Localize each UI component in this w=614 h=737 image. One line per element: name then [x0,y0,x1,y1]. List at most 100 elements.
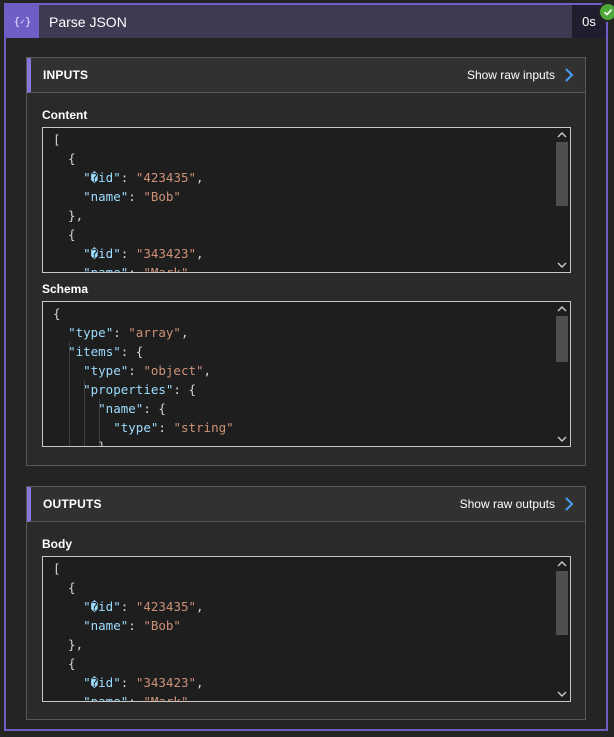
json-punct: , [196,675,204,690]
outputs-title: OUTPUTS [43,497,102,511]
json-punct: }, [53,208,84,223]
json-string: "Mark" [143,694,189,702]
code-line: "name": "Mark" [53,263,552,273]
json-punct [53,344,68,359]
json-string: "343423" [135,246,197,261]
schema-code: { "type": "array", "items": { "type": "o… [53,304,552,446]
body-code-viewer[interactable]: [ { "�id": "423435", "name": "Bob" }, { … [42,556,571,702]
json-key: "�id" [83,246,121,261]
code-line: }, [53,635,552,654]
code-line: { [53,654,552,673]
json-punct: [ [53,132,61,147]
code-line: { [53,149,552,168]
scroll-down-arrow-icon[interactable] [554,432,570,446]
json-key: "name" [83,189,129,204]
json-punct [53,189,83,204]
schema-scrollbar[interactable] [554,302,570,446]
content-label: Content [42,108,88,122]
parse-json-action-card: {✓} Parse JSON 0s INPUTS Show raw inputs… [4,2,614,731]
show-raw-outputs-link[interactable]: Show raw outputs [460,496,575,512]
inputs-title: INPUTS [43,68,89,82]
json-key: "�id" [83,675,121,690]
show-raw-inputs-link[interactable]: Show raw inputs [467,67,575,83]
json-punct: : [128,189,144,204]
code-line: "�id": "343423", [53,673,552,692]
action-title: Parse JSON [49,13,127,30]
json-key: "name" [83,694,129,702]
schema-scroll-thumb[interactable] [556,316,568,362]
scroll-down-arrow-icon[interactable] [554,258,570,272]
code-line: } [53,437,552,446]
scroll-up-arrow-icon[interactable] [554,557,570,571]
json-key: "type" [113,420,159,435]
json-punct: { [53,580,76,595]
json-punct: [ [53,561,61,576]
json-key: "items" [68,344,121,359]
json-punct [53,401,98,416]
json-punct: : [120,599,136,614]
code-line: "name": "Bob" [53,616,552,635]
json-punct: : [120,246,136,261]
json-punct: }, [53,637,84,652]
scroll-up-arrow-icon[interactable] [554,128,570,142]
json-punct: { [53,151,76,166]
json-key: "properties" [83,382,174,397]
json-punct [53,246,83,261]
code-line: "type": "array", [53,323,552,342]
scroll-up-arrow-icon[interactable] [554,302,570,316]
json-punct [53,420,113,435]
body-label: Body [42,537,72,551]
json-punct: , [196,170,204,185]
json-string: "array" [128,325,181,340]
outputs-section: OUTPUTS Show raw outputs Body [ { "�id":… [26,486,586,720]
code-line: "items": { [53,342,552,361]
body-scroll-thumb[interactable] [556,571,568,635]
code-line: "name": { [53,399,552,418]
json-punct [53,265,83,272]
code-line: "type": "object", [53,361,552,380]
schema-label: Schema [42,282,89,296]
chevron-right-icon [565,497,574,511]
body-code: [ { "�id": "423435", "name": "Bob" }, { … [53,559,552,702]
content-scrollbar[interactable] [554,128,570,272]
json-punct: : [128,363,144,378]
indent-guide [84,380,85,446]
json-punct: { [53,306,61,321]
content-code-viewer[interactable]: [ { "�id": "423435", "name": "Bob" }, { … [42,127,571,273]
json-punct: , [196,599,204,614]
json-key: "�id" [83,170,121,185]
json-punct: : { [143,401,166,416]
json-punct: : [120,675,136,690]
json-key: "name" [98,401,144,416]
code-line: "�id": "343423", [53,244,552,263]
code-line: "name": "Mark" [53,692,552,702]
json-key: "name" [83,618,129,633]
json-key: "type" [68,325,114,340]
json-punct: : { [120,344,144,359]
json-punct [53,325,68,340]
json-punct: : [128,618,144,633]
code-line: }, [53,206,552,225]
json-punct: : [158,420,174,435]
json-punct [53,363,83,378]
indent-guide [69,342,70,446]
inputs-header: INPUTS Show raw inputs [27,58,585,93]
json-string: "423435" [135,170,197,185]
schema-code-viewer[interactable]: { "type": "array", "items": { "type": "o… [42,301,571,447]
json-punct [53,599,83,614]
json-key: "name" [83,265,129,273]
json-string: "343423" [135,675,197,690]
json-key: "�id" [83,599,121,614]
show-raw-inputs-label: Show raw inputs [466,68,555,82]
action-header[interactable]: {✓} Parse JSON 0s [6,5,606,38]
code-line: [ [53,559,552,578]
json-punct: , [180,325,189,340]
show-raw-outputs-label: Show raw outputs [459,497,555,511]
json-punct: , [203,363,212,378]
content-scroll-thumb[interactable] [556,142,568,206]
json-string: "string" [173,420,234,435]
outputs-header: OUTPUTS Show raw outputs [27,487,585,522]
scroll-down-arrow-icon[interactable] [554,687,570,701]
body-scrollbar[interactable] [554,557,570,701]
indent-guide [99,399,100,446]
